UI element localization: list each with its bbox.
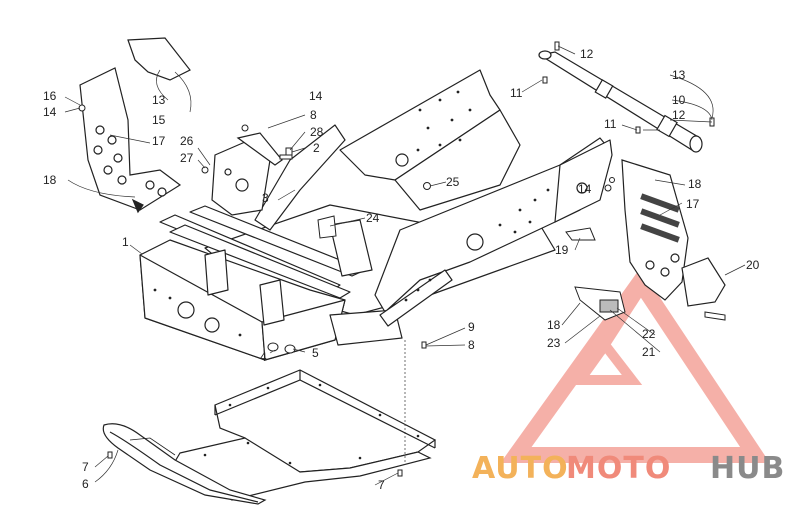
- callout-23: 23: [547, 336, 561, 350]
- callout-13-left: 13: [152, 93, 166, 107]
- leader-lines: [64, 45, 746, 486]
- callout-14-top: 14: [309, 89, 323, 103]
- bracket-part-19: [565, 227, 596, 241]
- callout-24: 24: [366, 211, 380, 225]
- nut-part-14: [241, 124, 249, 132]
- watermark-text-moto: MOTO: [566, 451, 671, 486]
- callout-9: 9: [468, 320, 475, 334]
- watermark-text-hub: HUB: [710, 451, 785, 486]
- callout-17-right: 17: [686, 197, 700, 211]
- bolt-part-28: [279, 154, 293, 160]
- callout-21: 21: [642, 345, 656, 359]
- watermark-text: AUTO MOTO HUB: [472, 451, 785, 486]
- left-footrest-part-17: [79, 37, 191, 214]
- right-footrest-part-17: [621, 159, 726, 307]
- callout-12-right: 12: [672, 108, 686, 122]
- nut-part-14-right: [604, 184, 612, 192]
- skid-plate: [169, 369, 437, 501]
- callout-14-left: 14: [43, 105, 57, 119]
- watermark-triangle-outer: [500, 267, 770, 463]
- nut-part-25: [423, 182, 431, 190]
- callout-13-right: 13: [672, 68, 686, 82]
- bolt-part-12-top: [554, 41, 560, 51]
- watermark-logo: [500, 267, 770, 463]
- callout-10: 10: [672, 93, 686, 107]
- callout-8-bottom: 8: [468, 338, 475, 352]
- callout-18-right: 18: [688, 177, 702, 191]
- steering-post-part-10: [538, 50, 703, 153]
- callout-12-top: 12: [580, 47, 594, 61]
- spacer-part-5: [284, 344, 296, 354]
- callout-6: 6: [82, 477, 89, 491]
- callout-5: 5: [312, 346, 319, 360]
- callout-28: 28: [310, 125, 324, 139]
- callout-18-bottom: 18: [547, 318, 561, 332]
- rivet-part-7-bottom: [397, 469, 403, 477]
- callout-labels: 1 2 3 4 5 6 7 7 8 8 9 10 11 11 12 12 13 …: [43, 47, 760, 492]
- callout-11-top: 11: [510, 86, 523, 100]
- callout-15: 15: [152, 113, 166, 127]
- washer-part-14-right: [609, 177, 615, 183]
- callout-20: 20: [746, 258, 760, 272]
- callout-18-left: 18: [43, 173, 57, 187]
- clip-part-11-top: [542, 76, 548, 84]
- watermark-triangle-inner: [570, 336, 643, 385]
- callout-16: 16: [43, 89, 57, 103]
- callout-8-top: 8: [310, 108, 317, 122]
- callout-27: 27: [180, 151, 194, 165]
- callout-1: 1: [122, 235, 129, 249]
- bracket-part-24: [317, 215, 337, 239]
- callout-19: 19: [555, 243, 569, 257]
- front-bumper-part-6: [102, 423, 267, 505]
- callout-3: 3: [262, 191, 269, 205]
- bracket-part-22: [599, 299, 619, 313]
- callout-22: 22: [642, 327, 656, 341]
- callout-14-right: 14: [578, 182, 592, 196]
- clip-part-9: [421, 341, 427, 349]
- callout-26: 26: [180, 134, 194, 148]
- callout-7-bottom: 7: [378, 478, 385, 492]
- spacer-part-4: [267, 342, 279, 352]
- strap-part-21: [704, 311, 726, 321]
- callout-11-mid: 11: [604, 117, 617, 131]
- callout-4: 4: [260, 350, 267, 364]
- rivet-part-7-left: [107, 451, 113, 459]
- callout-7-left: 7: [82, 460, 89, 474]
- watermark-text-auto: AUTO: [472, 451, 569, 486]
- callout-2: 2: [313, 141, 320, 155]
- engine-mount-part-3: [211, 132, 283, 216]
- nut-part-27: [201, 166, 209, 174]
- callout-25: 25: [446, 175, 460, 189]
- callout-17-left: 17: [152, 134, 166, 148]
